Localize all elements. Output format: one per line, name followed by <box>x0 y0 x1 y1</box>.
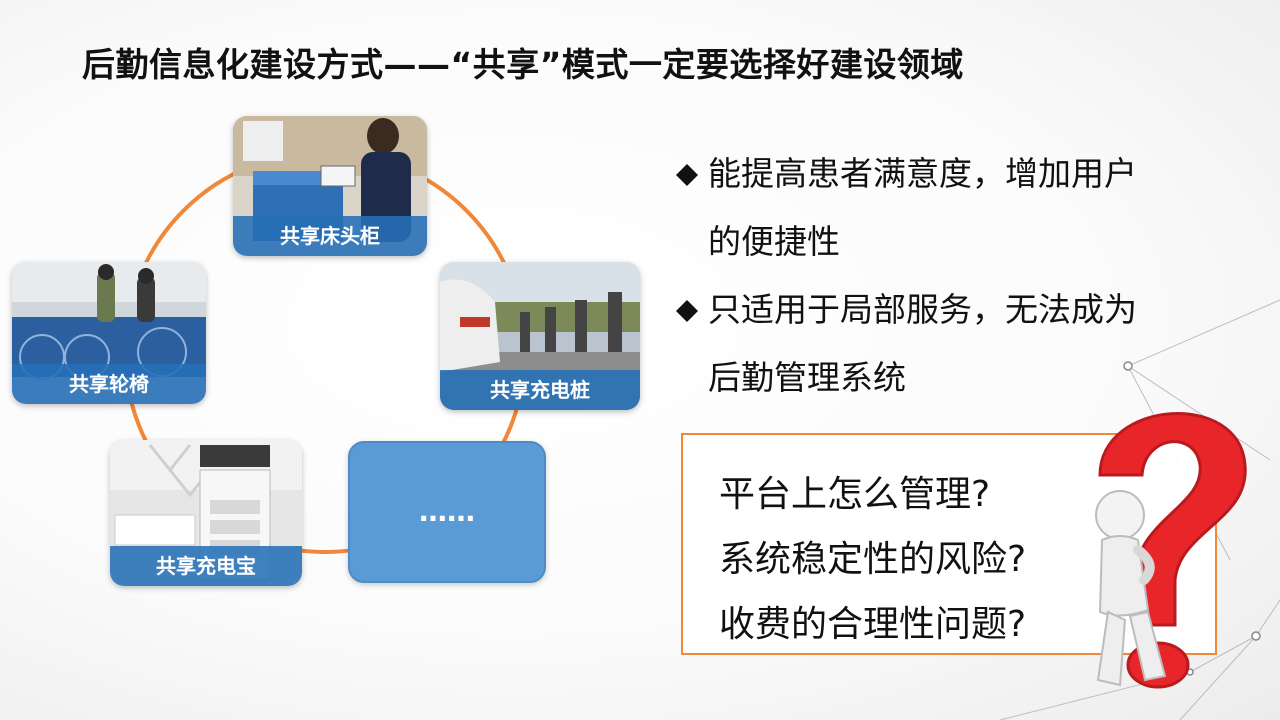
tile-shared-power-bank[interactable]: 共享充电宝 <box>110 440 302 586</box>
tile-shared-bedside-cabinet[interactable]: 共享床头柜 <box>233 116 427 256</box>
tile-label: 共享轮椅 <box>12 364 206 404</box>
bullet-line: 能提高患者满意度，增加用户 <box>708 154 1137 193</box>
network-node <box>1251 631 1261 641</box>
bullet-line: 后勤管理系统 <box>708 358 906 397</box>
tile-label: 共享床头柜 <box>233 216 427 256</box>
question-text: 收费的合理性问题? <box>719 604 1027 645</box>
diamond-bullet-icon <box>676 300 698 322</box>
thinking-figure-question-mark-icon <box>1095 412 1247 689</box>
bullet-line: 的便捷性 <box>708 222 840 261</box>
network-node <box>1123 361 1133 371</box>
tile-shared-wheelchair[interactable]: 共享轮椅 <box>12 262 206 404</box>
question-text: 平台上怎么管理? <box>719 474 991 515</box>
tile-label: 共享充电宝 <box>110 546 302 586</box>
bullet-list: 能提高患者满意度，增加用户 的便捷性 只适用于局部服务，无法成为 后勤管理系统 <box>676 140 1236 412</box>
diamond-bullet-icon <box>676 164 698 186</box>
tile-label: 共享充电桩 <box>440 370 640 410</box>
question-text: 系统稳定性的风险? <box>719 539 1027 580</box>
page-title: 后勤信息化建设方式——“共享”模式一定要选择好建设领域 <box>82 45 964 84</box>
bullet-item: 只适用于局部服务，无法成为 后勤管理系统 <box>676 276 1236 412</box>
tile-more[interactable]: …… <box>348 441 546 583</box>
bullet-line: 只适用于局部服务，无法成为 <box>708 290 1137 329</box>
tile-shared-charging-pile[interactable]: 共享充电桩 <box>440 262 640 410</box>
bullet-item: 能提高患者满意度，增加用户 的便捷性 <box>676 140 1236 276</box>
